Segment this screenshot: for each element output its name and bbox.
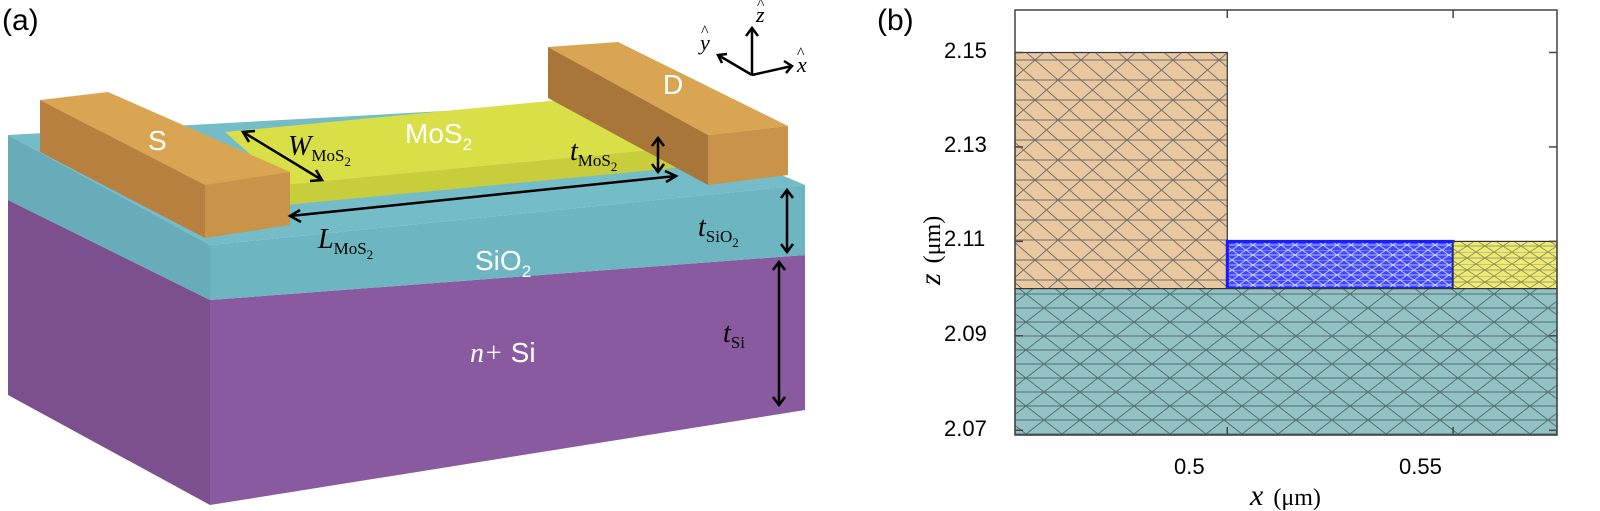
t-sio2-label: tSiO2 bbox=[698, 212, 739, 250]
source-label: S bbox=[148, 125, 167, 156]
w-mos2-label: WMoS2 bbox=[288, 131, 351, 169]
x-tick-label: 0.5 bbox=[1174, 454, 1205, 479]
dimension-arrows bbox=[240, 129, 794, 408]
mos2-top bbox=[225, 100, 675, 185]
source-contact-side bbox=[40, 100, 205, 238]
si-substrate-front bbox=[210, 255, 805, 505]
mesh-regions bbox=[1014, 51, 1558, 436]
axis-z-hat: ^ bbox=[757, 0, 765, 13]
drain-contact-top bbox=[548, 42, 788, 135]
substrate-label: n+ Si bbox=[470, 337, 536, 369]
mesh-lines-contact bbox=[1014, 51, 1228, 290]
axis-x-hat: ^ bbox=[797, 45, 805, 62]
axis-y-label: y bbox=[698, 30, 710, 55]
mesh-lines-channel bbox=[1225, 239, 1455, 291]
mesh-lines-mos2-right bbox=[1452, 240, 1558, 290]
y-axis-label: z(μm) bbox=[914, 216, 947, 286]
y-tick-label: 2.07 bbox=[944, 416, 987, 441]
mesh-lines-oxide bbox=[1014, 288, 1558, 436]
sio2-front bbox=[210, 185, 805, 300]
t-si-label: tSi bbox=[723, 318, 745, 352]
plot-frame bbox=[1014, 9, 1558, 436]
y-tick-label: 2.13 bbox=[944, 132, 987, 157]
axis-y-hat: ^ bbox=[701, 23, 709, 40]
drain-contact-front bbox=[708, 126, 788, 185]
axis-z-label: z bbox=[755, 2, 765, 27]
panel-a-label: (a) bbox=[2, 4, 39, 37]
mos2-front bbox=[285, 148, 675, 205]
sio2-side bbox=[8, 135, 210, 300]
y-tick-label: 2.15 bbox=[944, 38, 987, 63]
drain-label: D bbox=[663, 69, 683, 100]
w-mos2-arrow bbox=[242, 130, 323, 182]
l-mos2-label: LMoS2 bbox=[317, 224, 373, 262]
sio2-label: SiO2 bbox=[475, 245, 531, 281]
coordinate-axes bbox=[716, 25, 794, 77]
tick-marks bbox=[1015, 10, 1557, 435]
x-tick-label: 0.55 bbox=[1399, 454, 1442, 479]
source-contact-top bbox=[40, 92, 290, 185]
source-contact-front bbox=[205, 172, 290, 238]
mos2-label: MoS2 bbox=[405, 118, 472, 154]
x-axis-label: x(μm) bbox=[1249, 479, 1321, 511]
si-substrate-side bbox=[8, 200, 210, 505]
l-mos2-arrow bbox=[289, 174, 677, 218]
panel-b-label: (b) bbox=[877, 4, 914, 37]
panel-a: (a) S D MoS2 SiO2 n+ Si bbox=[2, 0, 807, 505]
y-tick-label: 2.11 bbox=[944, 226, 985, 251]
t-mos2-label: tMoS2 bbox=[570, 136, 617, 174]
y-tick-label: 2.09 bbox=[944, 321, 987, 346]
panel-b: (b) 2.15 2.13 2.11 2.09 2.07 0.5 0.55 x(… bbox=[877, 4, 1558, 511]
axis-x-label: x bbox=[796, 52, 807, 77]
drain-contact-side bbox=[548, 47, 708, 185]
